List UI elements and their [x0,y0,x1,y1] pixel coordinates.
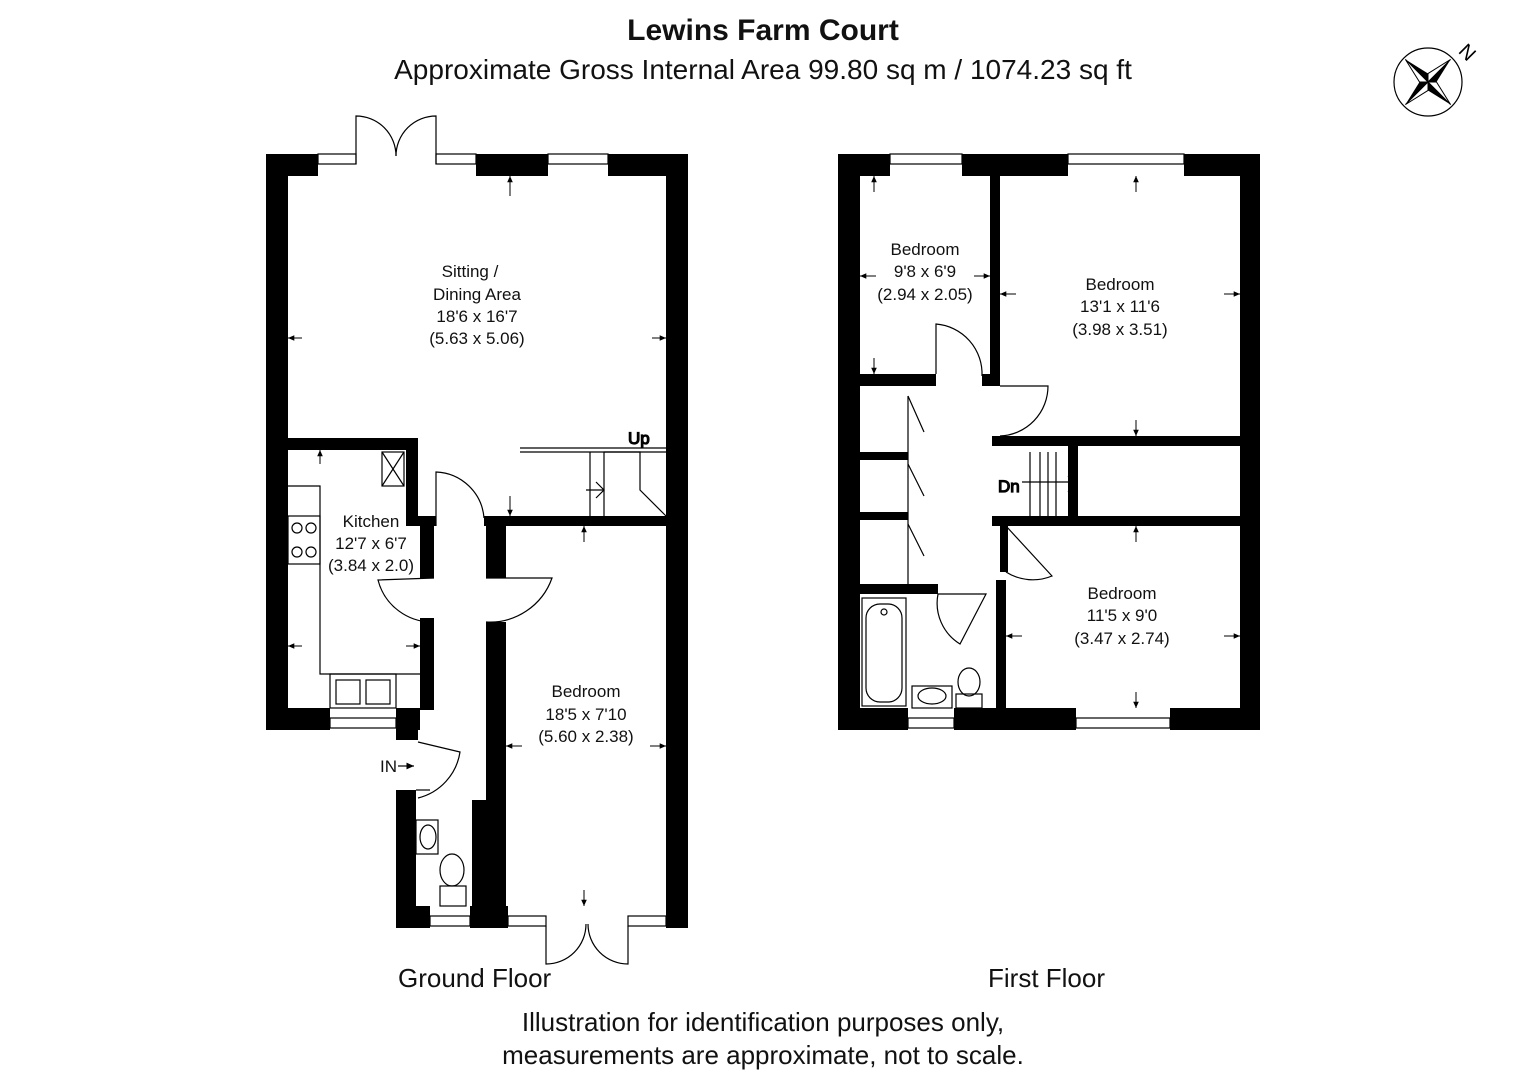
room-dimensions-imperial: 13'1 x 11'6 [1080,297,1160,316]
room-dimensions-imperial: 18'6 x 16'7 [436,307,517,326]
ground-floor-windows [317,153,667,927]
first-floor-doors [907,323,1054,645]
room-name: Bedroom [891,240,960,259]
room-name: Bedroom [1088,584,1157,603]
room-dimensions-metric: (3.98 x 3.51) [1072,320,1167,339]
first-floor-dimension-arrows [860,176,1240,708]
room-dimensions-imperial: 18'5 x 7'10 [545,705,626,724]
disclaimer-line-2: measurements are approximate, not to sca… [502,1040,1024,1070]
room-dimensions-metric: (3.47 x 2.74) [1074,629,1169,648]
compass-rose-icon: N [1393,40,1480,117]
toilet-icon [955,667,983,709]
first-floor-windows [889,153,1185,729]
entrance-arrow-icon: IN [380,757,414,776]
room-sitting-dining: Sitting / Dining Area 18'6 x 16'7 (5.63 … [429,262,524,348]
room-dimensions-imperial: 12'7 x 6'7 [335,534,407,553]
ground-floor-doors [355,115,629,965]
room-dimensions-imperial: 11'5 x 9'0 [1087,606,1157,625]
first-floor-walls [838,154,1260,730]
stairs-up-label: Up [628,429,650,448]
entrance-label: IN [380,757,397,776]
gross-area-subtitle: Approximate Gross Internal Area 99.80 sq… [394,54,1132,85]
basin-icon [415,819,439,855]
room-dimensions-metric: (5.63 x 5.06) [429,329,524,348]
first-floor-label: First Floor [988,963,1105,993]
first-floor-stairs: Dn [997,452,1078,516]
room-dimensions-metric: (2.94 x 2.05) [877,285,972,304]
sink-icon [329,673,397,709]
ground-floor-label: Ground Floor [398,963,552,993]
bath-icon [861,597,907,707]
room-first-bedroom-1: Bedroom 9'8 x 6'9 (2.94 x 2.05) [877,240,972,304]
ground-floor-stairs: Up [520,428,667,517]
room-dimensions-metric: (3.84 x 2.0) [328,556,414,575]
room-name: Bedroom [552,682,621,701]
room-dimensions-imperial: 9'8 x 6'9 [894,262,956,281]
plan-title: Lewins Farm Court [627,14,899,47]
disclaimer-line-1: Illustration for identification purposes… [521,1007,1005,1037]
room-kitchen: Kitchen 12'7 x 6'7 (3.84 x 2.0) [328,512,414,575]
compass-north-label: N [1454,40,1480,66]
toilet-icon [439,853,467,907]
stairs-down-label: Dn [998,477,1020,496]
kitchen-fittings [287,451,420,709]
room-name: Kitchen [343,512,400,531]
room-ground-bedroom: Bedroom 18'5 x 7'10 (5.60 x 2.38) [538,682,633,746]
disclaimer: Illustration for identification purposes… [0,1006,1526,1072]
bathroom-fittings [861,597,983,709]
room-name: Bedroom [1086,275,1155,294]
room-first-bedroom-3: Bedroom 11'5 x 9'0 (3.47 x 2.74) [1074,584,1169,648]
hob-icon [287,515,321,565]
room-dimensions-metric: (5.60 x 2.38) [538,727,633,746]
basin-icon [911,685,953,709]
ground-floor-dimension-arrows [288,176,666,906]
room-first-bedroom-2: Bedroom 13'1 x 11'6 (3.98 x 3.51) [1072,275,1167,339]
room-name: Dining Area [433,285,521,304]
wc-fittings [415,819,467,907]
ground-floor-walls [266,154,688,928]
room-name: Sitting / [442,262,499,281]
